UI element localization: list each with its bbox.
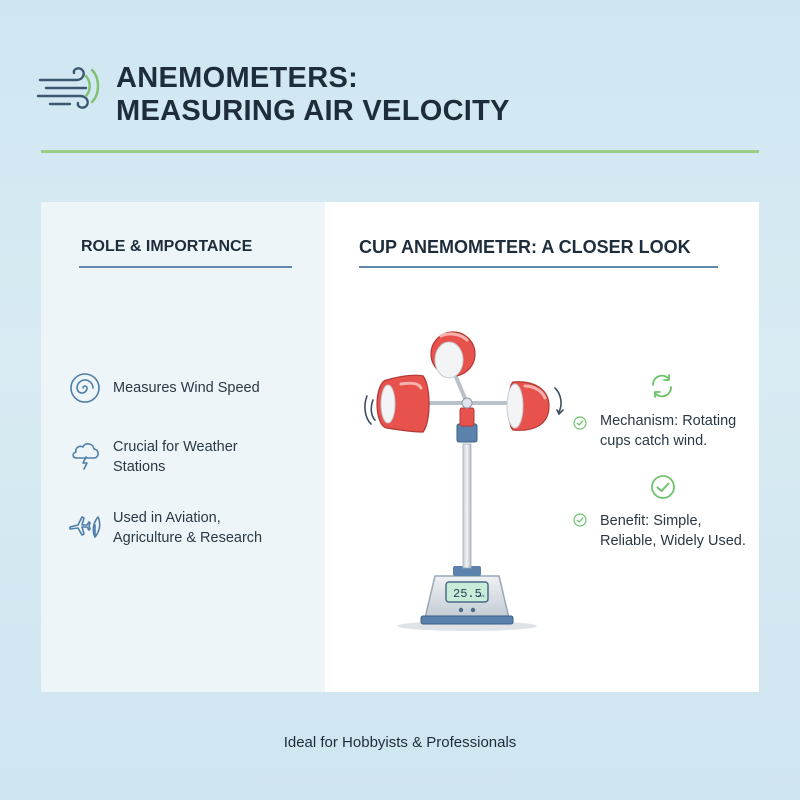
left-panel xyxy=(41,202,325,692)
wind-icon xyxy=(36,67,100,109)
spiral-wind-icon xyxy=(70,373,100,403)
point-mechanism-text: Mechanism: Rotating cups catch wind. xyxy=(600,413,737,449)
feature-aviation-text: Used in Aviation, Agriculture & Research xyxy=(113,510,263,546)
check-circle-icon xyxy=(573,416,587,430)
motion-lines xyxy=(364,387,564,425)
footer-tagline: Ideal for Hobbyists & Professionals xyxy=(283,734,517,751)
lcd-display xyxy=(445,581,489,603)
base-foot xyxy=(420,615,514,625)
page-title-line-2: MEASURING AIR VELOCITY xyxy=(116,95,510,127)
point-mechanism: Mechanism: Rotating cups catch wind. xyxy=(600,411,760,451)
airplane-leaf-icon xyxy=(69,516,101,538)
display-value: 25.5 xyxy=(453,587,482,601)
cup-anemometer-illustration: 25.5 m/s xyxy=(364,331,564,631)
base-button-2 xyxy=(470,607,476,613)
rotate-arrows-icon xyxy=(652,374,672,398)
feature-weather-stations: Crucial for Weather Stations xyxy=(113,437,263,477)
display-unit: m/s xyxy=(478,593,484,598)
feature-weather-text: Crucial for Weather Stations xyxy=(113,439,238,475)
point-benefit-text: Benefit: Simple, Reliable, Widely Used. xyxy=(600,513,746,549)
left-title-underline xyxy=(79,266,292,268)
right-title-underline xyxy=(359,266,718,268)
page-title-line-1: ANEMOMETERS: xyxy=(116,62,359,94)
right-section-title: CUP ANEMOMETER: A CLOSER LOOK xyxy=(359,237,691,257)
pole-housing xyxy=(456,423,478,443)
cup-back xyxy=(430,331,476,379)
content-card: ROLE & IMPORTANCE Measures Wind Speed Cr… xyxy=(41,202,759,692)
left-section-title: ROLE & IMPORTANCE xyxy=(81,238,253,255)
rotor-hub xyxy=(459,407,475,427)
cup-left xyxy=(376,374,430,433)
check-circle-icon xyxy=(651,475,675,499)
feature-aviation-agriculture-research: Used in Aviation, Agriculture & Research xyxy=(113,508,278,548)
base-collar xyxy=(453,566,481,576)
storm-cloud-icon xyxy=(72,443,99,470)
header-divider xyxy=(41,150,759,153)
check-circle-icon xyxy=(573,513,587,527)
point-benefit: Benefit: Simple, Reliable, Widely Used. xyxy=(600,511,760,551)
anemometer-pole xyxy=(462,443,472,569)
base-button-1 xyxy=(458,607,464,613)
feature-measures-wind-speed: Measures Wind Speed xyxy=(113,380,260,396)
cup-right xyxy=(506,381,550,431)
